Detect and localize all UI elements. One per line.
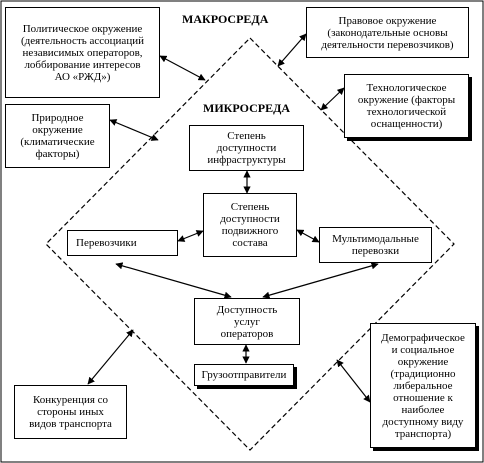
arrow-multimodal-operators bbox=[262, 262, 379, 299]
arrow-demographic bbox=[336, 359, 371, 403]
political-environment-box: Политическое окружение (деятельность асс… bbox=[5, 7, 160, 98]
demographic-social-box: Демографическое и социальное окружение (… bbox=[370, 323, 476, 448]
arrow-rolling-multimodal bbox=[296, 229, 320, 243]
multimodal-transport-box: Мультимодальные перевозки bbox=[319, 227, 432, 263]
carriers-box: Перевозчики bbox=[67, 230, 178, 256]
legal-environment-box: Правовое окружение (законодательные осно… bbox=[306, 7, 469, 58]
natural-environment-box: Природное окружение (климатические факто… bbox=[5, 104, 110, 168]
infrastructure-availability-box: Степень доступности инфраструктуры bbox=[189, 125, 304, 171]
rolling-stock-availability-box: Степень доступности подвижного состава bbox=[203, 193, 297, 257]
micro-environment-diamond bbox=[45, 37, 455, 451]
arrow-natural bbox=[109, 119, 159, 141]
arrow-technological bbox=[320, 87, 345, 111]
micro-environment-heading: МИКРОСРЕДА bbox=[203, 101, 291, 115]
arrow-competition bbox=[87, 329, 134, 385]
arrow-political bbox=[159, 55, 206, 81]
arrow-legal bbox=[277, 33, 307, 67]
macro-environment-heading: МАКРОСРЕДА bbox=[182, 12, 269, 26]
arrow-carriers-rolling bbox=[177, 230, 204, 242]
competition-box: Конкуренция со стороны иных видов трансп… bbox=[14, 385, 127, 439]
arrow-carriers-operators bbox=[115, 262, 232, 299]
operator-services-availability-box: Доступность услуг операторов bbox=[194, 298, 300, 345]
shippers-box: Грузоотправители bbox=[194, 364, 294, 386]
technological-environment-box: Технологическое окружение (факторы техно… bbox=[344, 74, 469, 138]
